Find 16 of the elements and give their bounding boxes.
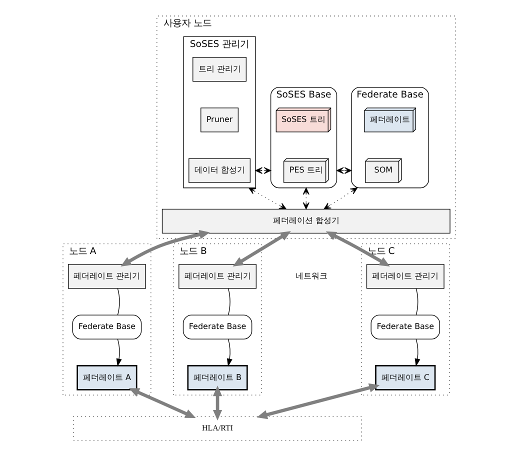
arrow <box>248 188 286 210</box>
connector <box>227 288 230 316</box>
arrow <box>116 338 122 367</box>
arrow <box>256 383 380 420</box>
connector <box>116 288 120 316</box>
arrow <box>120 230 210 266</box>
arrow <box>302 188 309 210</box>
arrow <box>325 231 390 267</box>
arrow <box>323 188 358 210</box>
arrow <box>414 338 420 367</box>
arrow <box>128 388 196 418</box>
arrow <box>336 167 352 174</box>
arrow <box>232 231 290 267</box>
connector <box>415 288 418 316</box>
arrow <box>212 386 222 420</box>
arrow <box>226 338 232 367</box>
